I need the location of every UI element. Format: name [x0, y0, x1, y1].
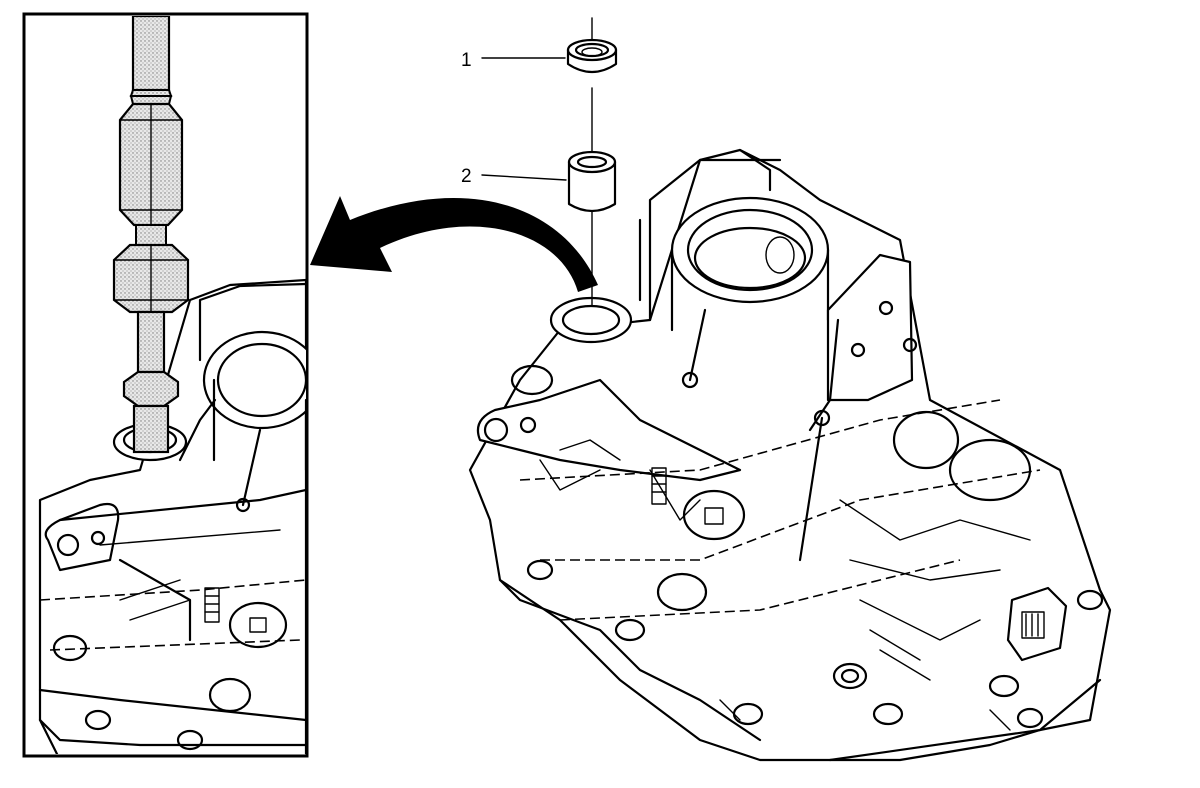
inset-installer-tool	[112, 16, 190, 454]
inset-detail-panel	[22, 12, 309, 758]
inset-housing	[38, 278, 306, 754]
seal-part	[566, 38, 618, 74]
transmission-case	[468, 148, 1112, 762]
callout-number-1: 1	[461, 50, 472, 71]
leader-line-2	[481, 174, 567, 181]
callout-number-2: 2	[461, 166, 472, 187]
direction-arrow	[310, 196, 598, 292]
bushing-part	[567, 150, 617, 213]
callout-1: 1	[461, 50, 566, 71]
callout-2: 2	[461, 166, 567, 187]
